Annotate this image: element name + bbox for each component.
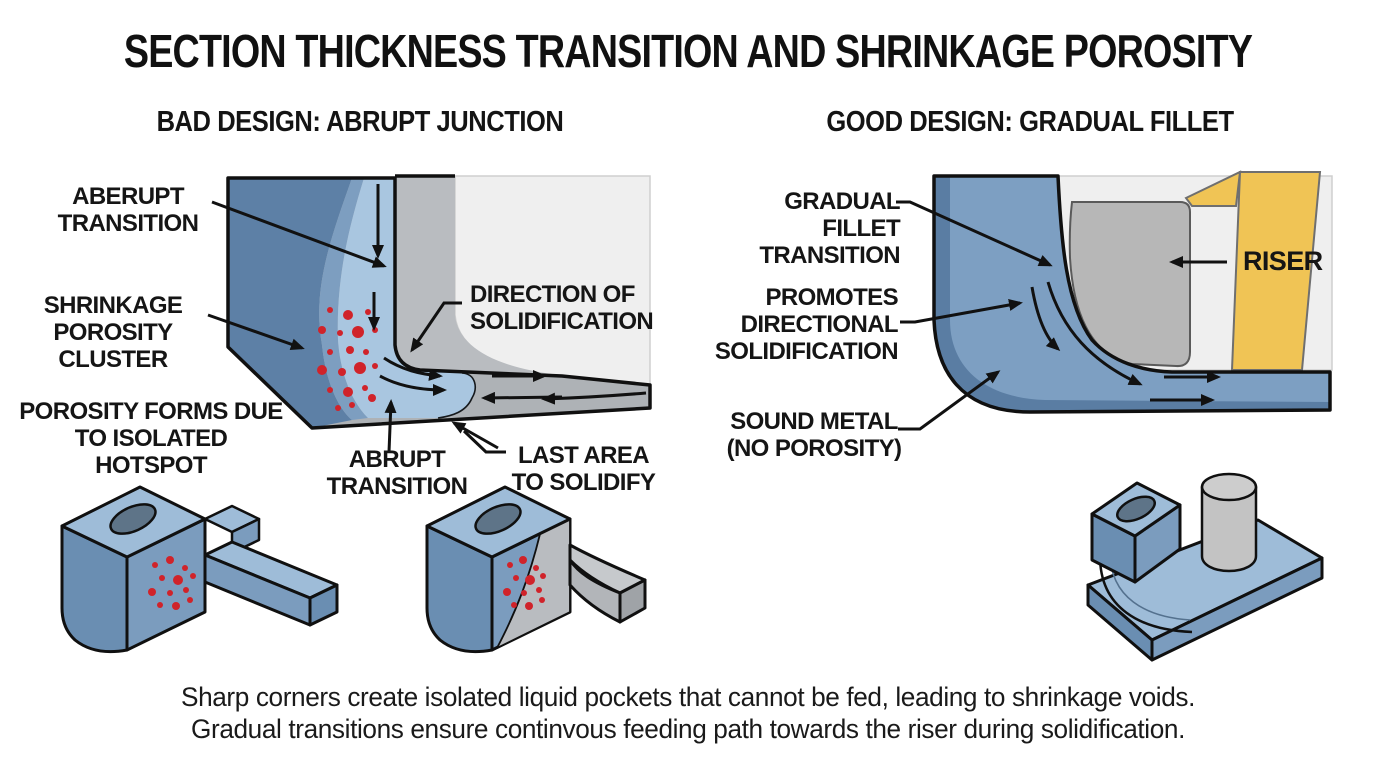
good-riser: [1230, 171, 1322, 371]
part2-hole: [474, 503, 522, 535]
caption-line-1: Sharp corners create isolated liquid poc…: [180, 682, 1196, 712]
label-abrupt-transition: ABRUPT TRANSITION: [326, 446, 468, 501]
arrow-arm-left-2: [541, 391, 647, 405]
part3-fillet-curve: [1098, 555, 1193, 634]
arrow-lastarea-up: [451, 421, 499, 450]
bad-liquid-pocket: [337, 178, 476, 418]
good-cross-section: [896, 170, 1333, 431]
arrow-direction-leader: [410, 301, 462, 353]
bad-casting-outline: [226, 176, 652, 430]
part2-arm-end: [618, 578, 647, 624]
bad-part-solidified-3d: [425, 485, 647, 654]
label-last-area: LAST AREA TO SOLIDIFY: [511, 442, 656, 497]
arrow-abrupt-up: [384, 399, 397, 453]
good-flow-arrows: [896, 200, 1227, 431]
page-title: SECTION THICKNESS TRANSITION AND SHRINKA…: [123, 25, 1253, 77]
bad-thick-section-mid: [319, 178, 368, 420]
part3-hole: [1116, 495, 1156, 523]
leader-lastarea-elbow: [462, 429, 506, 454]
label-aberupt-transition: ABERUPT TRANSITION: [57, 183, 199, 238]
part1-porosity-dots: [148, 556, 196, 610]
label-sound-metal: SOUND METAL (NO POROSITY): [726, 408, 902, 463]
part3-cylinder-top: [1200, 472, 1258, 502]
caption-line-2: Gradual transitions ensure continvous fe…: [191, 714, 1185, 744]
arrow-fillet-curve-short: [1030, 286, 1061, 352]
arrow-fillet-curve-long: [1046, 281, 1143, 386]
good-design-heading: GOOD DESIGN: GRADUAL FILLET: [826, 106, 1234, 138]
part3-plate-front-right: [1150, 556, 1324, 662]
label-porosity-forms: POROSITY FORMS DUE TO ISOLATED HOTSPOT: [19, 398, 283, 480]
label-direction-of-solidification: DIRECTION OF SOLIDIFICATION: [470, 281, 654, 336]
part3-cylinder-body: [1200, 485, 1258, 573]
arrow-gradual-leader: [896, 200, 1053, 267]
bad-flow-arrows: [207, 184, 647, 454]
bad-pocket-boundary: [437, 372, 476, 419]
label-riser: RISER: [1243, 246, 1323, 276]
part2-porosity-dots: [503, 556, 546, 610]
arrow-aberupt-leader: [211, 200, 387, 268]
good-part-3d: [1086, 472, 1324, 662]
part1-hole: [109, 503, 157, 535]
arrow-feed-curve-2: [379, 374, 447, 396]
good-casting: [934, 176, 1330, 412]
bad-porosity-cluster: [317, 307, 378, 411]
label-promotes-directional: PROMOTES DIRECTIONAL SOLIDIFICATION: [714, 284, 899, 366]
part1-left-face: [60, 524, 129, 654]
label-shrinkage-porosity-cluster: SHRINKAGE POROSITY CLUSTER: [43, 292, 183, 374]
arrow-promotes-leader: [900, 299, 1023, 324]
bad-design-heading: BAD DESIGN: ABRUPT JUNCTION: [156, 106, 564, 138]
arrow-soundmetal-leader: [898, 370, 1001, 431]
arrow-shrinkage-leader: [207, 313, 305, 351]
bad-part-sharp-3d: [60, 485, 339, 654]
label-gradual-fillet-transition: GRADUAL FILLET TRANSITION: [759, 188, 900, 270]
good-riser-wedge: [1184, 170, 1242, 207]
bad-cross-section: [207, 174, 652, 454]
good-casting-outline: [932, 174, 1332, 414]
arrow-feed-curve-1: [383, 356, 443, 381]
bad-solidified-skin: [395, 176, 560, 377]
part1-arm-end: [308, 583, 339, 627]
part2-left-face: [425, 524, 494, 654]
